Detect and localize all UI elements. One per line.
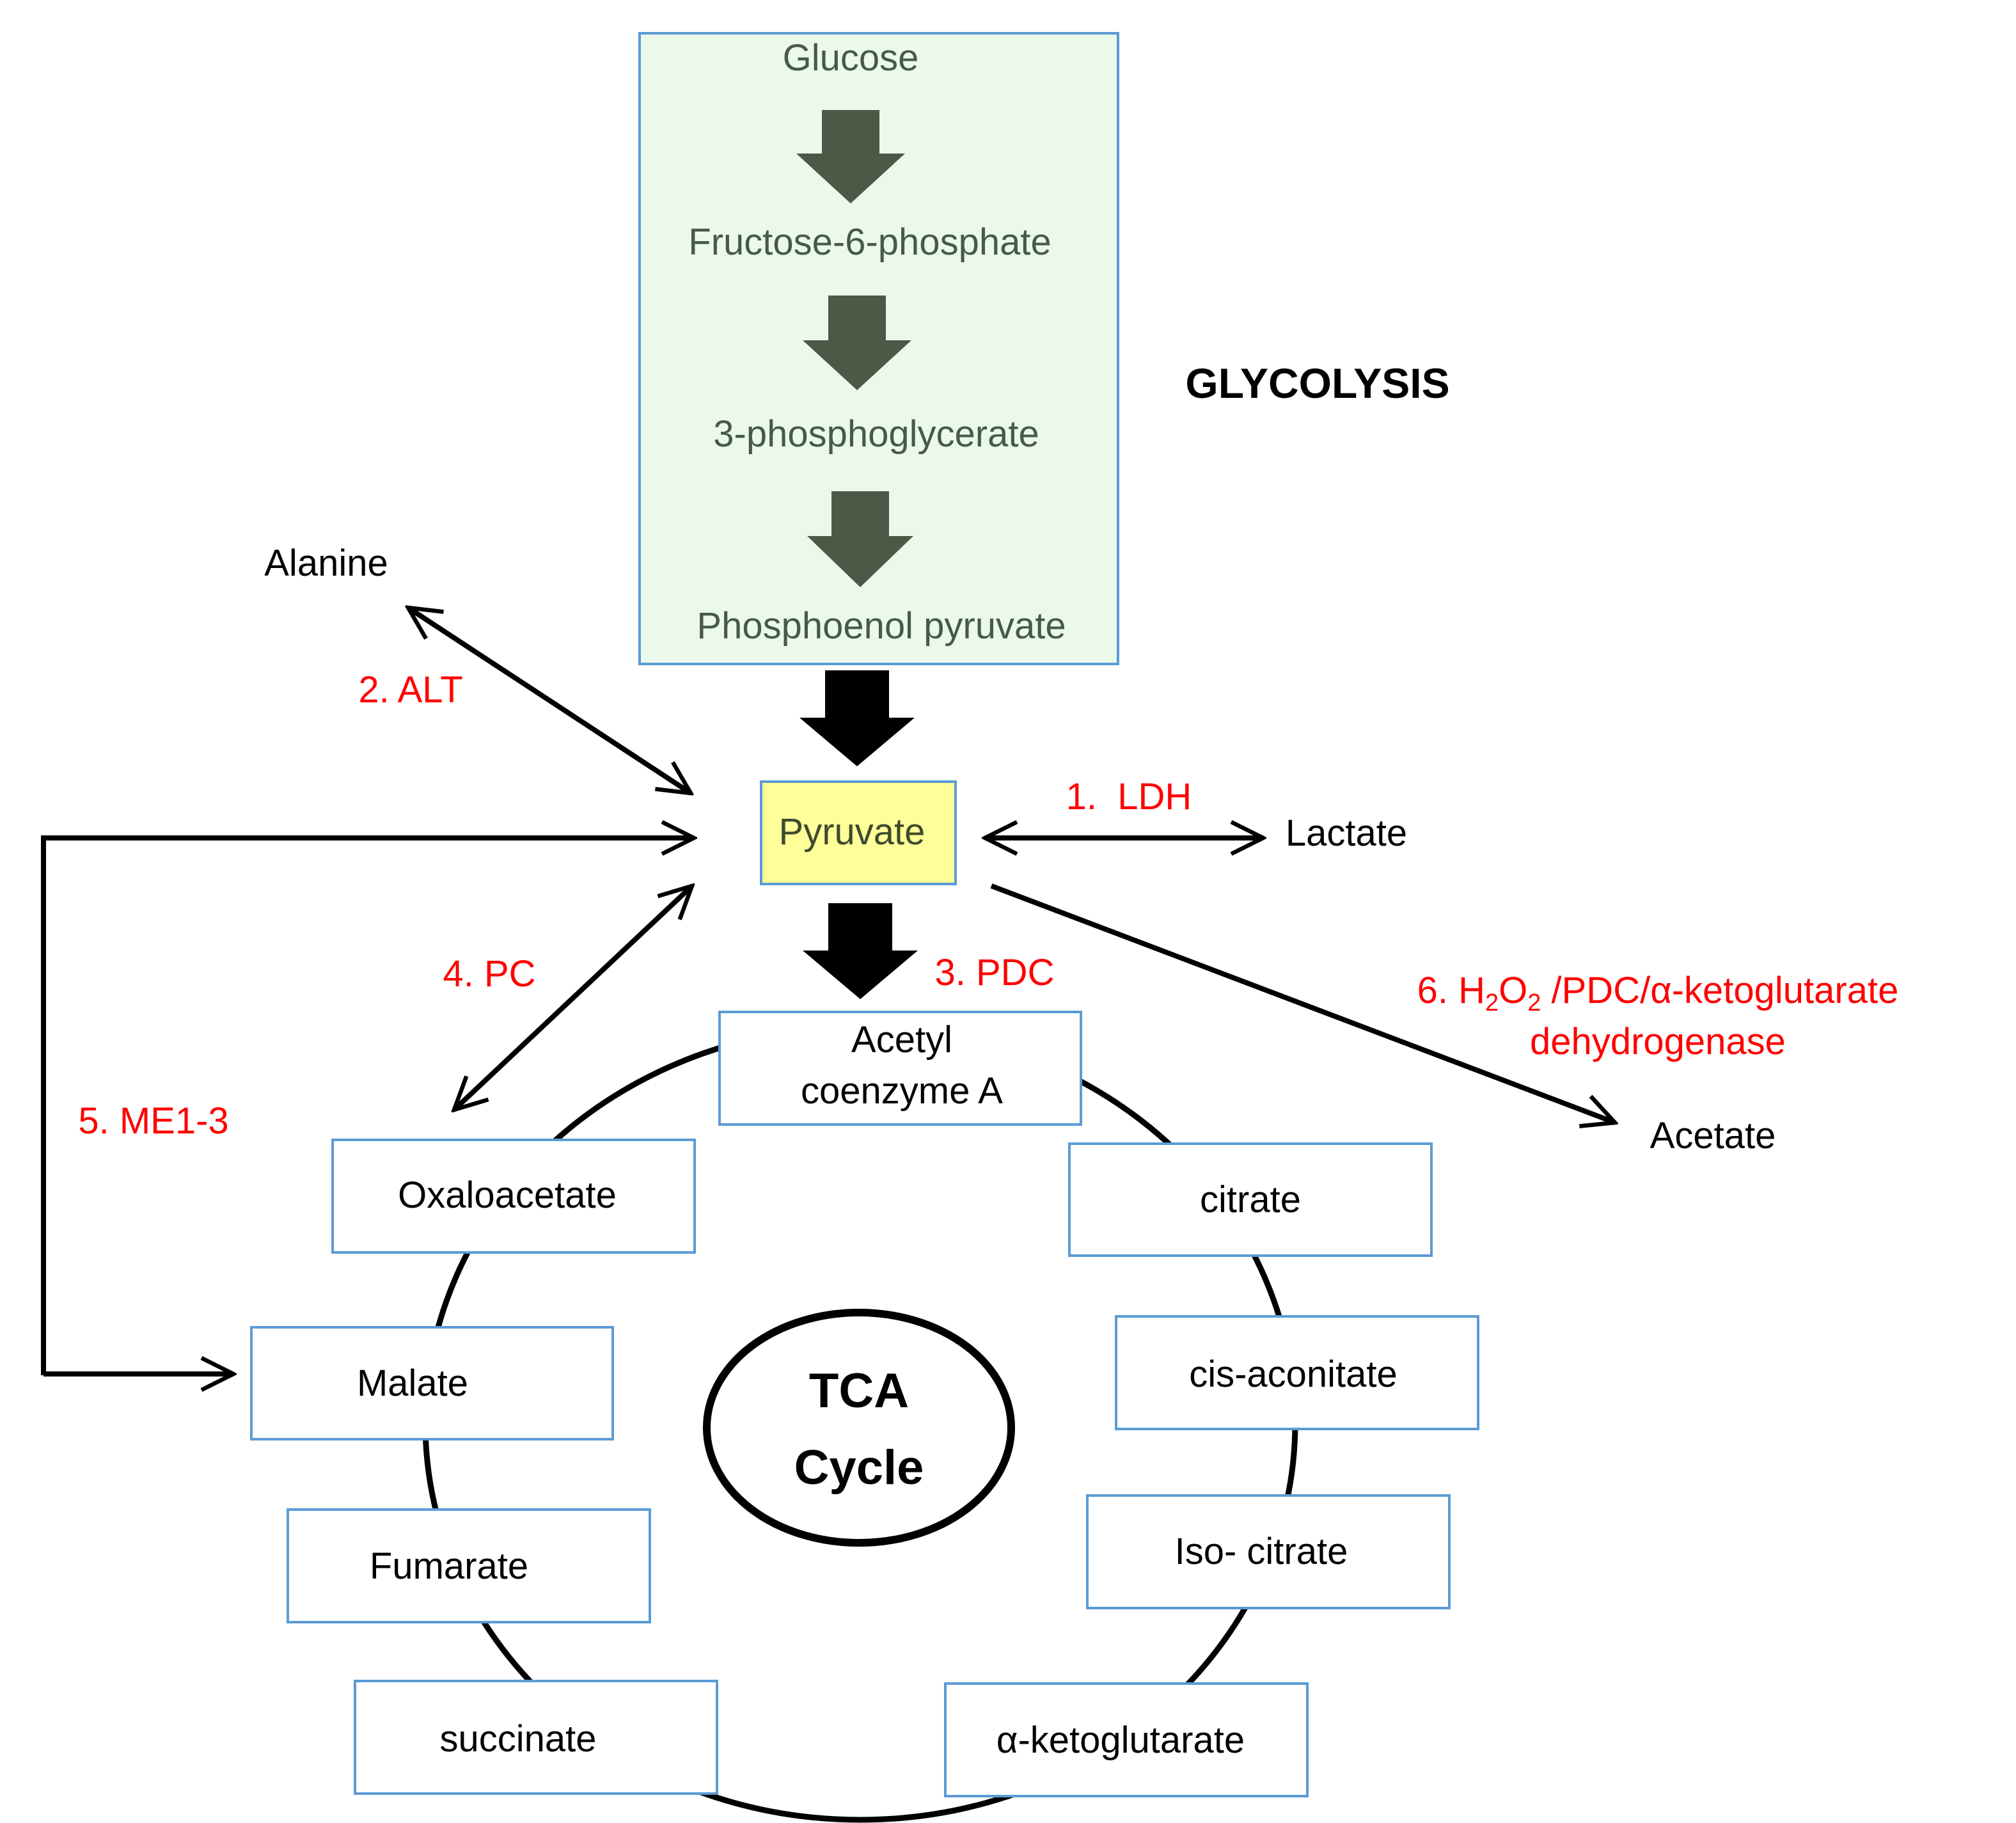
- alt-arrow: [408, 608, 691, 793]
- fructose-6-phosphate-label: Fructose-6-phosphate: [688, 221, 1051, 263]
- tca-title-line2: Cycle: [794, 1440, 924, 1495]
- me-enzyme-label: 5. ME1-3: [78, 1100, 228, 1142]
- acetyl-coa-label-line1: Acetyl: [851, 1019, 952, 1061]
- malate-box: [250, 1326, 614, 1440]
- h2o2-enzyme-label-line2: dehydrogenase: [1530, 1021, 1786, 1062]
- glycolysis-title: GLYCOLYSIS: [1185, 359, 1449, 407]
- isocitrate-label: Iso- citrate: [1175, 1531, 1348, 1572]
- cis-aconitate-box: [1115, 1315, 1479, 1430]
- succinate-box: [354, 1680, 718, 1795]
- glycolysis-arrow-2: [803, 296, 911, 390]
- acetate-label: Acetate: [1650, 1115, 1776, 1156]
- me-path-line: [41, 838, 694, 1375]
- oxaloacetate-label: Oxaloacetate: [398, 1174, 617, 1216]
- pdc-enzyme-label: 3. PDC: [935, 952, 1055, 993]
- cis-aconitate-label: cis-aconitate: [1189, 1353, 1398, 1395]
- lactate-label: Lactate: [1286, 812, 1407, 854]
- succinate-label: succinate: [439, 1718, 596, 1760]
- pyruvate-label: Pyruvate: [779, 811, 925, 853]
- pc-arrow: [454, 886, 692, 1110]
- alpha-ketoglutarate-box: [944, 1682, 1309, 1797]
- ldh-enzyme-label: 1. LDH: [1066, 776, 1192, 817]
- h2o2-enzyme-label: 6. H2O2 /PDC/α-ketoglutarate: [1417, 970, 1899, 1016]
- tca-title-line1: TCA: [809, 1364, 909, 1418]
- glycolysis-arrow-3: [807, 491, 913, 587]
- pep-to-pyruvate-arrow: [799, 670, 915, 766]
- pc-enzyme-label: 4. PC: [443, 953, 535, 995]
- alanine-label: Alanine: [264, 542, 388, 584]
- citrate-label: citrate: [1200, 1179, 1301, 1220]
- acetate-arrow: [990, 883, 1615, 1123]
- glucose-label: Glucose: [783, 37, 919, 79]
- fumarate-box: [287, 1508, 651, 1623]
- acetyl-coa-label-line2: coenzyme A: [801, 1070, 1003, 1112]
- malate-label: Malate: [357, 1362, 468, 1404]
- tca-center-ellipse: [703, 1309, 1015, 1547]
- 3-phosphoglycerate-label: 3-phosphoglycerate: [713, 413, 1039, 455]
- oxaloacetate-box: [331, 1139, 696, 1254]
- pyruvate-to-acetyl-arrow: [803, 903, 918, 999]
- fumarate-label: Fumarate: [370, 1545, 528, 1587]
- alpha-ketoglutarate-label: α-ketoglutarate: [996, 1719, 1245, 1761]
- citrate-box: [1068, 1142, 1433, 1257]
- glycolysis-arrow-1: [796, 110, 905, 203]
- pyruvate-box: [760, 780, 957, 885]
- acetyl-coa-box: [718, 1011, 1082, 1126]
- isocitrate-box: [1086, 1494, 1451, 1609]
- alt-enzyme-label: 2. ALT: [358, 669, 462, 711]
- phosphoenol-pyruvate-label: Phosphoenol pyruvate: [697, 605, 1066, 647]
